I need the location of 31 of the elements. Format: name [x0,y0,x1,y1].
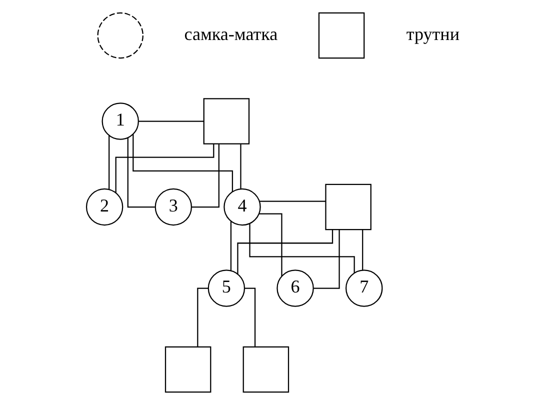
node-label: трутни [406,24,460,44]
node-box [242,346,290,393]
node-box [325,184,372,230]
node-circle: 5 [208,270,246,307]
node-box [203,98,250,144]
connector [259,213,282,276]
node-circle: 1 [102,102,139,140]
connector [127,138,155,208]
connector [108,135,110,190]
node-circle: 4 [224,188,261,226]
connector [115,144,214,193]
connector [314,230,340,289]
node-circle: 3 [154,188,192,226]
node-label: самка-матка [184,24,278,44]
connector [230,221,232,271]
connector [192,144,220,208]
node-circle: 7 [345,270,383,307]
node-box [318,12,365,59]
connector [249,224,355,273]
connector [260,200,326,202]
node-box [164,346,212,393]
node-circle: 2 [86,188,124,226]
node-circle [97,12,144,59]
connector [362,230,364,270]
connector [240,144,242,189]
connector [244,288,256,347]
connector [132,134,234,192]
connector [138,120,204,122]
connector [237,230,334,274]
connector [197,288,208,347]
node-circle: 6 [276,270,314,307]
